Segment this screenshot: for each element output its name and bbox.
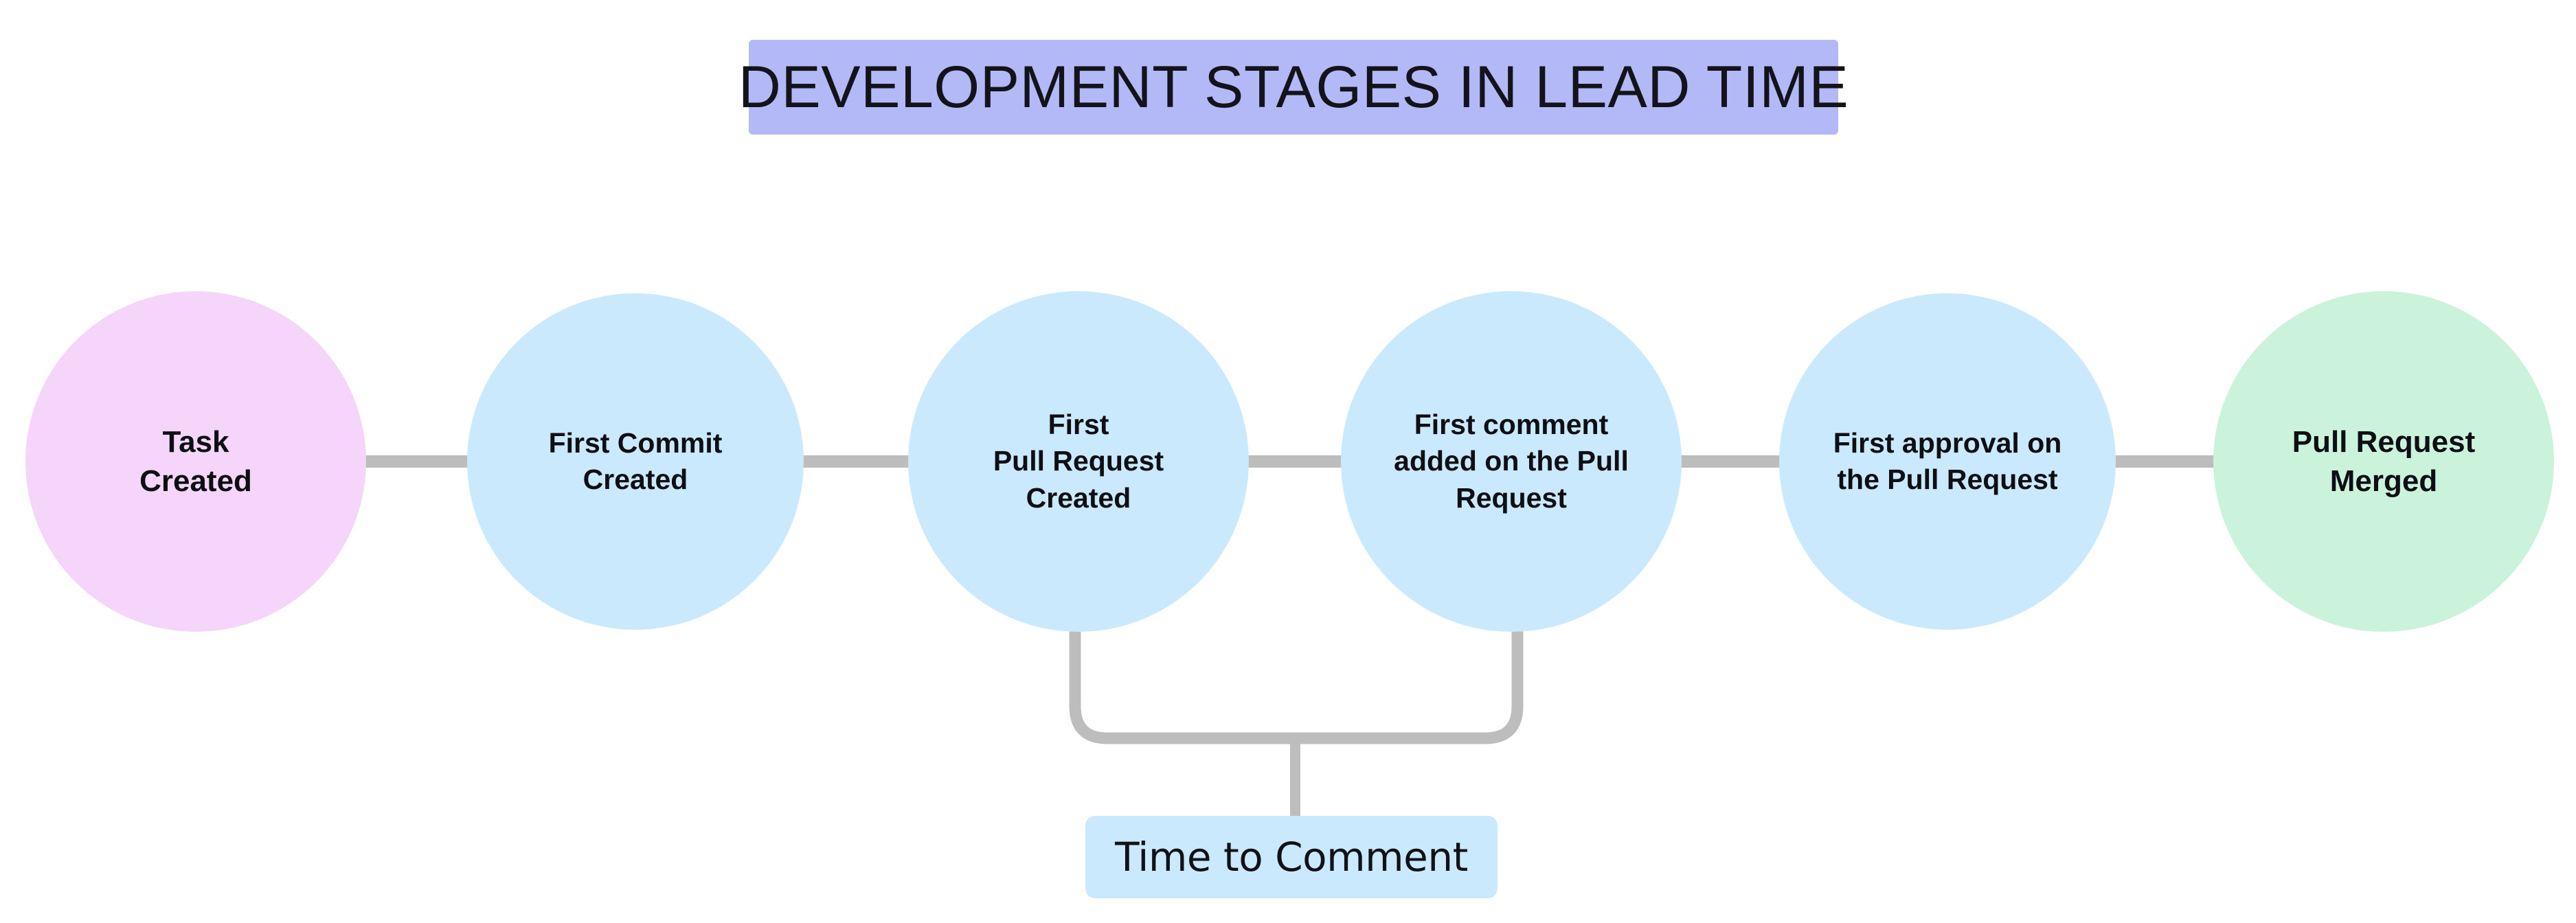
metric-label-text: Time to Comment <box>1115 834 1468 880</box>
measure-bracket <box>1069 618 1524 744</box>
connector-4-5 <box>1680 455 1781 468</box>
connector-3-4 <box>1247 455 1342 468</box>
page-title: DEVELOPMENT STAGES IN LEAD TIME <box>738 54 1849 120</box>
stage-node-first-approval-on-pull-request[interactable]: First approval on the Pull Request <box>1779 293 2116 630</box>
stage-node-first-commit-created[interactable]: First Commit Created <box>467 293 804 630</box>
connector-1-2 <box>363 455 473 468</box>
connector-5-6 <box>2114 455 2216 468</box>
stage-node-first-comment-on-pull-request[interactable]: First comment added on the Pull Request <box>1341 291 1682 632</box>
stage-label-first-commit-created: First Commit Created <box>548 426 723 495</box>
stage-label-task-created: Task Created <box>139 424 252 498</box>
stage-node-task-created[interactable]: Task Created <box>25 291 366 632</box>
stage-label-pull-request-merged: Pull Request Merged <box>2292 424 2476 498</box>
stage-node-pull-request-merged[interactable]: Pull Request Merged <box>2213 291 2554 632</box>
metric-label-time-to-comment[interactable]: Time to Comment <box>1085 816 1498 898</box>
diagram-title-banner: DEVELOPMENT STAGES IN LEAD TIME <box>738 40 1849 135</box>
stage-label-first-pull-request-created: First Pull Request Created <box>993 409 1164 514</box>
measure-stem <box>1290 738 1300 817</box>
connector-2-3 <box>802 455 909 468</box>
stage-label-first-comment-on-pull-request: First comment added on the Pull Request <box>1394 409 1629 514</box>
stage-label-first-approval-on-pull-request: First approval on the Pull Request <box>1833 426 2062 495</box>
stage-node-first-pull-request-created[interactable]: First Pull Request Created <box>908 291 1249 632</box>
